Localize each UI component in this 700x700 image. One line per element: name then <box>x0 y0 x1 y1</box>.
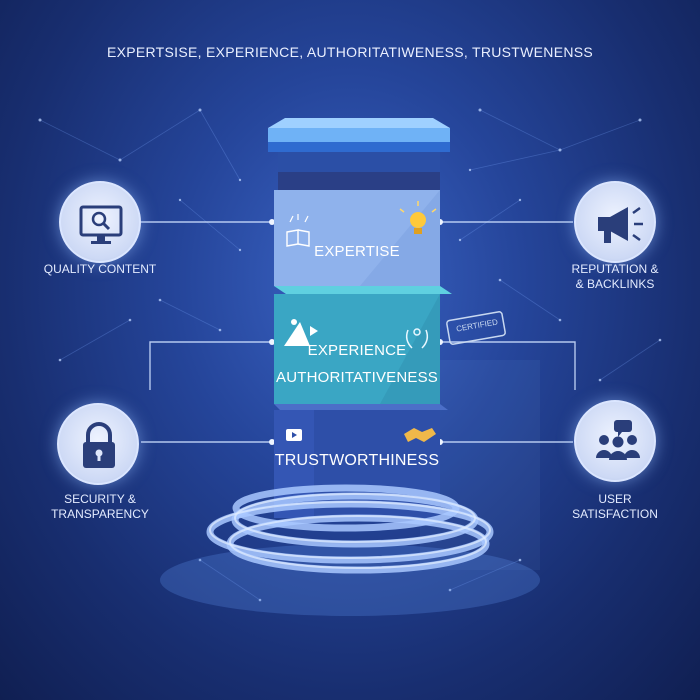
handshake-icon <box>404 428 436 442</box>
megaphone-icon <box>598 206 643 243</box>
tier-trustworthiness-label: TRUSTWORTHINESS <box>274 452 440 469</box>
lightbulb-icon <box>399 201 437 234</box>
quality-content-label: QUALITY CONTENT <box>43 262 157 276</box>
padlock-icon <box>83 422 115 468</box>
tier-experience-label: EXPERIENCE <box>307 342 407 359</box>
page-title: EXPERTSISE, EXPERIENCE, AUTHORITATIWENES… <box>106 44 594 60</box>
book-icon <box>286 214 310 247</box>
reputation-badge <box>574 181 656 263</box>
quality-content-badge <box>59 181 141 263</box>
users-chat-icon <box>596 420 640 460</box>
connector-lines <box>141 221 576 443</box>
tier-expertise-label: EXPERTISE <box>314 243 400 260</box>
user-satisfaction-label: USER SATISFACTION <box>572 492 658 521</box>
monitor-search-icon <box>79 205 123 244</box>
reputation-label: REPUTATION & & BACKLINKS <box>571 262 659 291</box>
stamp-icon <box>446 311 506 345</box>
security-label: SECURITY & TRANSPARENCY <box>51 492 149 521</box>
security-badge <box>57 403 139 485</box>
climber-icon <box>284 319 318 346</box>
laurel-icon <box>405 328 429 349</box>
user-satisfaction-badge <box>574 400 656 482</box>
play-icon <box>286 429 302 441</box>
tier-authoritativeness-label: AUTHORITATIVENESS <box>275 369 439 386</box>
